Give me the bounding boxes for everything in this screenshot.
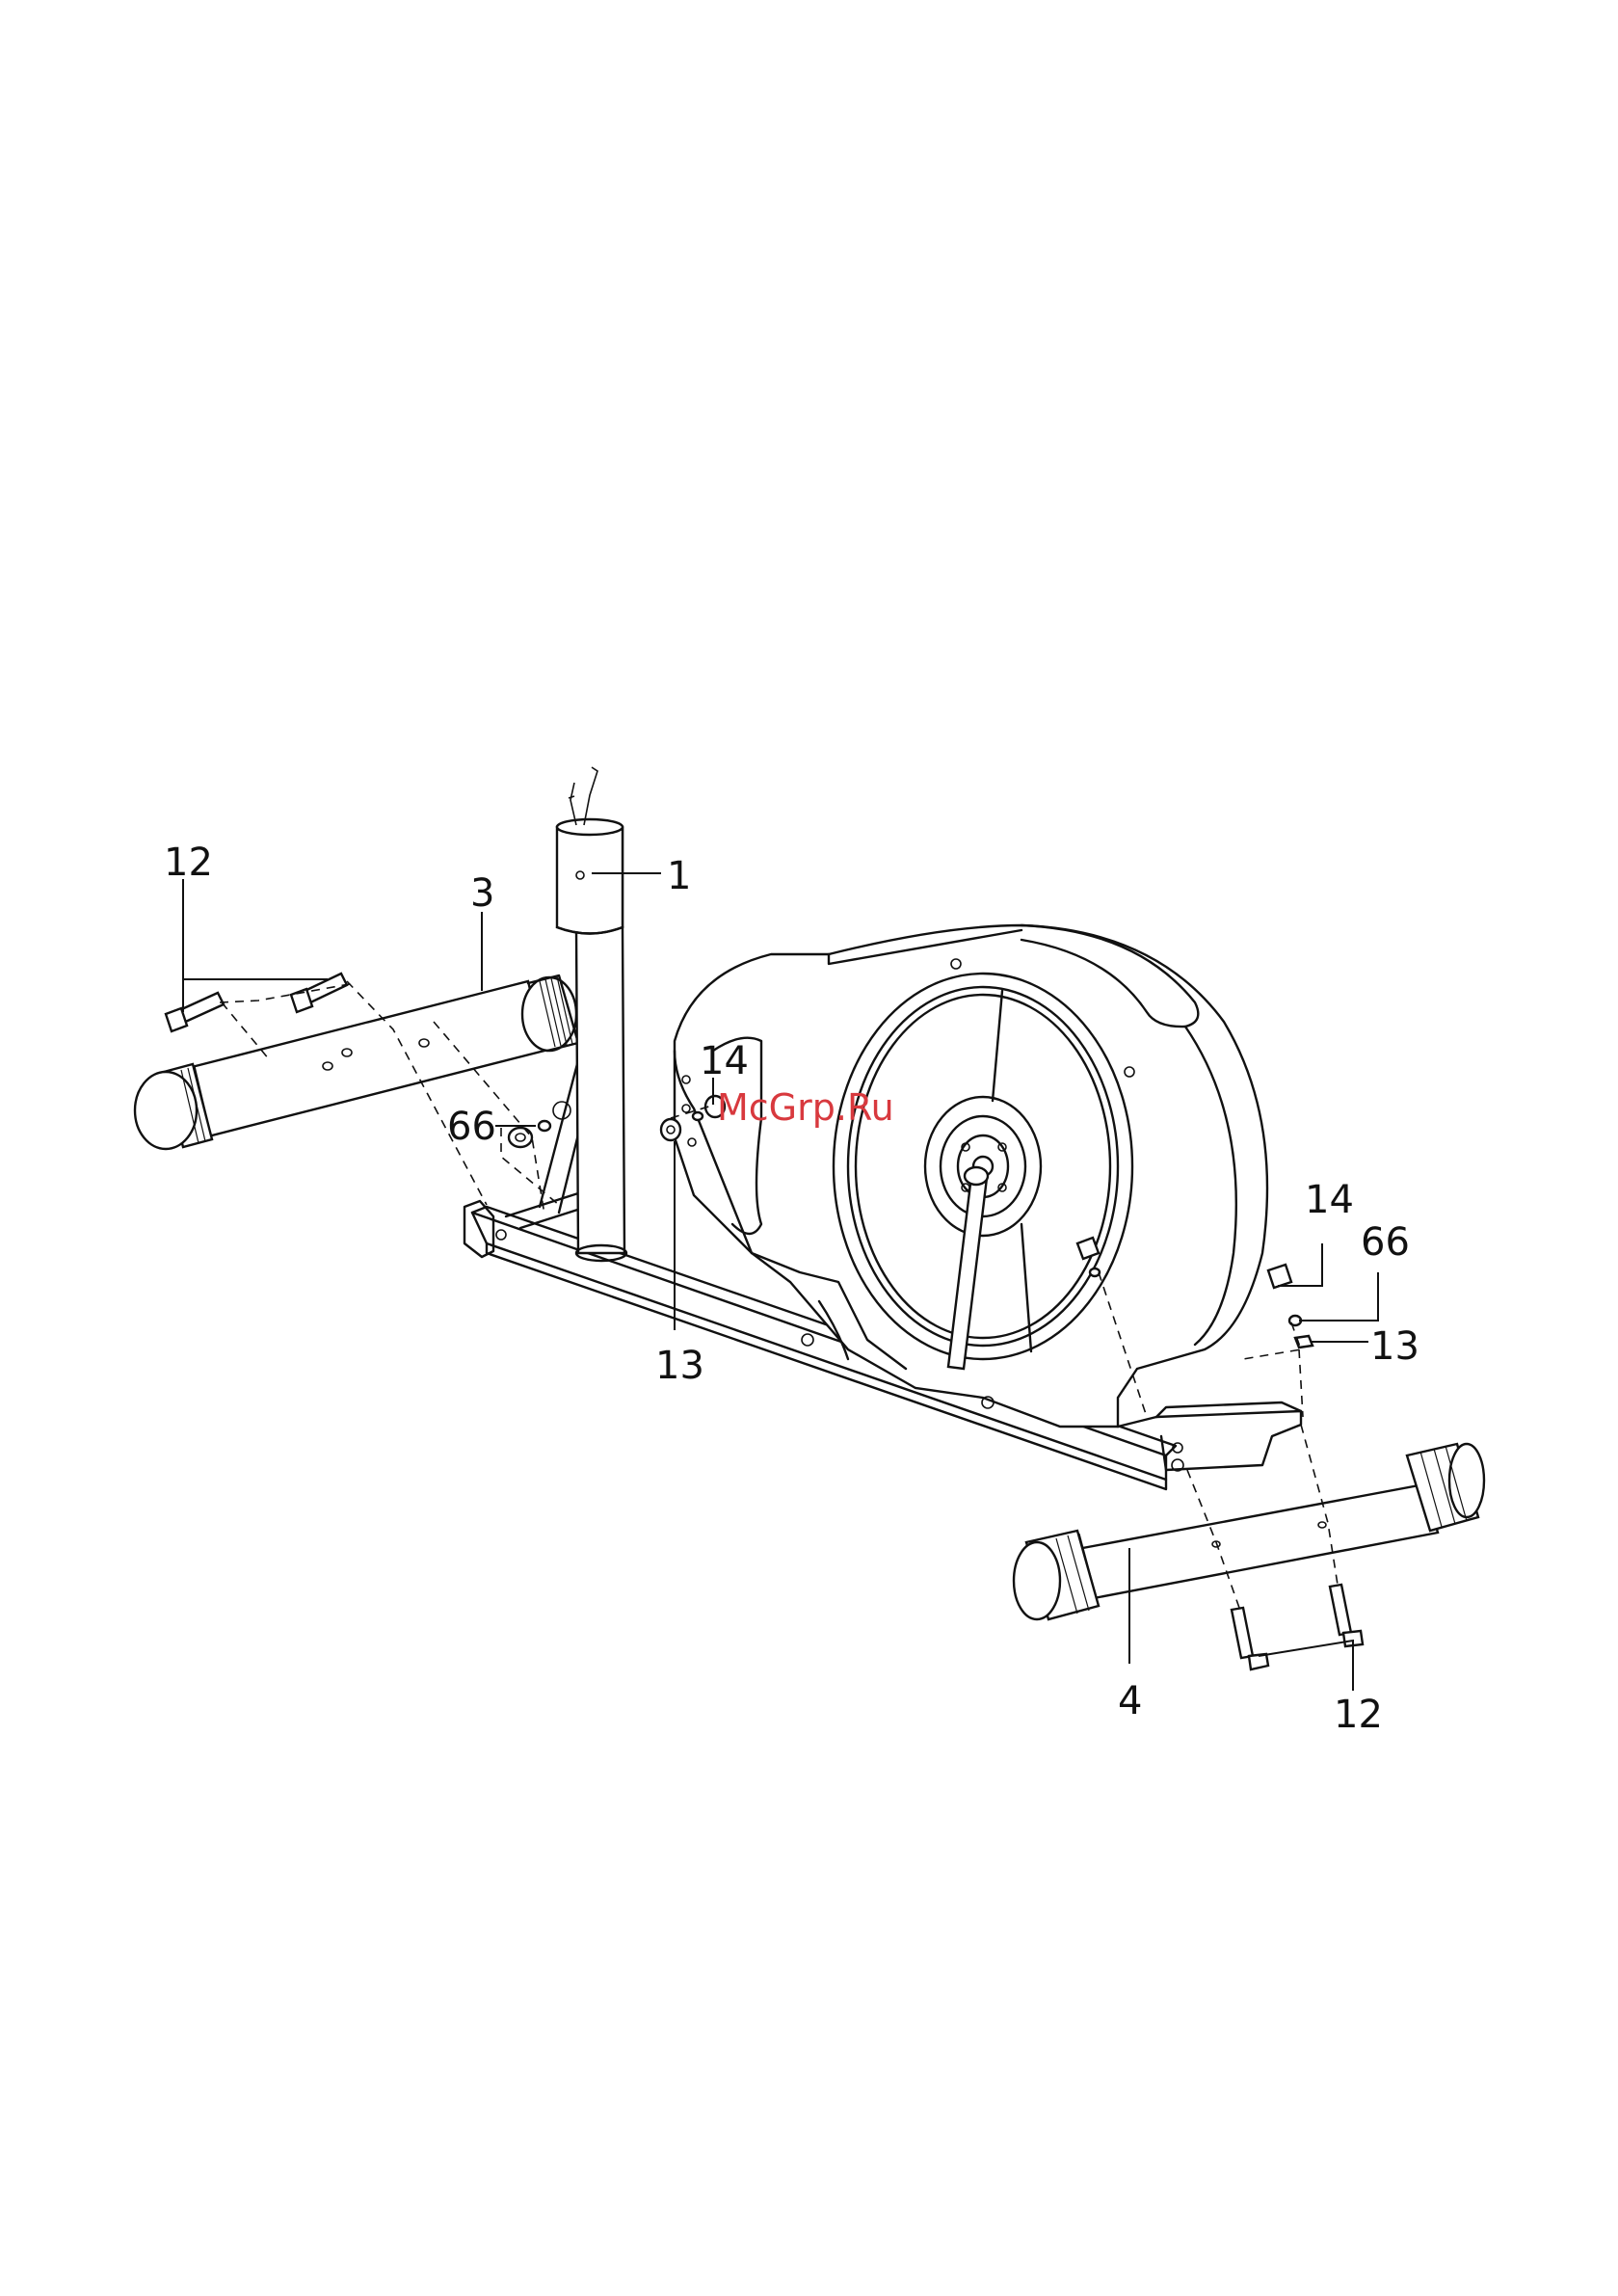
hardware-front-bolts-12 [166, 974, 347, 1031]
callout-12-left: 12 [164, 841, 213, 885]
callout-12-right: 12 [1334, 1693, 1383, 1737]
callout-13-right: 13 [1370, 1324, 1419, 1369]
callout-66-right: 66 [1361, 1220, 1410, 1265]
hardware-rear-bolts-12 [1232, 1585, 1363, 1669]
callout-3: 3 [470, 871, 494, 916]
callout-4: 4 [1118, 1679, 1142, 1723]
watermark: McGrp.Ru [717, 1086, 894, 1129]
callout-14-mid: 14 [700, 1039, 749, 1083]
callout-14-right: 14 [1305, 1178, 1354, 1222]
callout-66-left: 66 [447, 1105, 496, 1149]
callout-1: 1 [667, 854, 691, 898]
callout-13-mid: 13 [655, 1344, 704, 1388]
rear-stabilizer-4 [1014, 1444, 1484, 1619]
